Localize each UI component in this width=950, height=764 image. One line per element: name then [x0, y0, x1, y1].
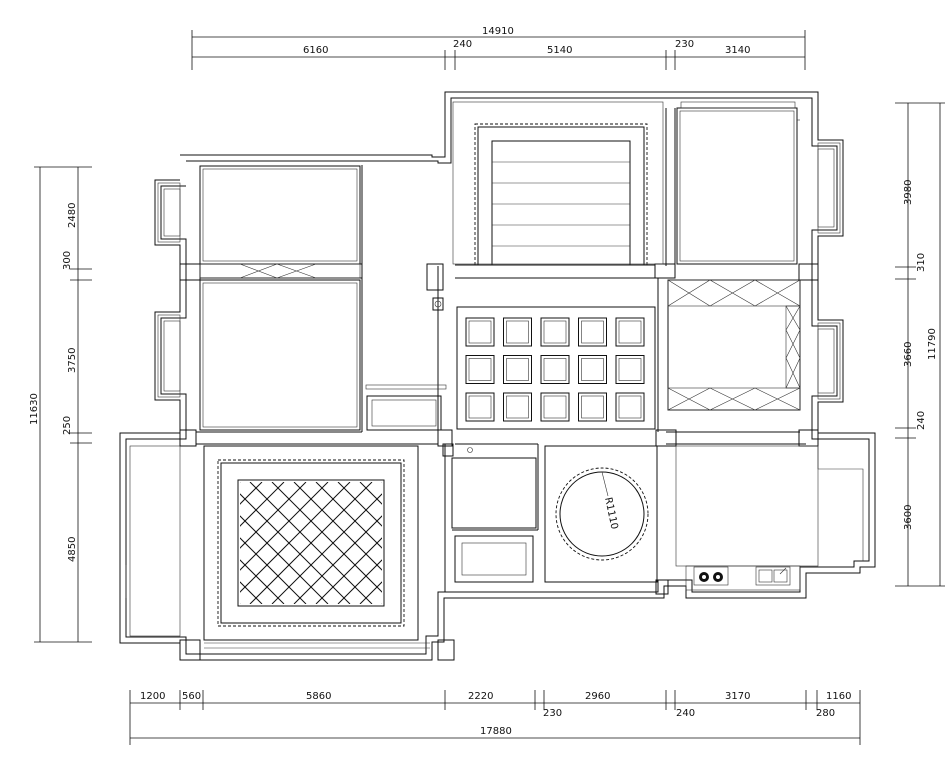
staircase: [474, 123, 648, 266]
dim-bottom-total: 17880: [480, 726, 512, 737]
diamond-pattern: [240, 482, 382, 604]
corridor-wardrobe: [365, 384, 447, 431]
ceiling-coffer: [540, 317, 570, 347]
lattice-line: [240, 482, 307, 549]
bottom-dimensions: 1200 560 5860 2220 230 2960 240 3170 280…: [129, 690, 861, 745]
dim-right-3: 3660: [903, 342, 914, 367]
left-dimensions: 11630 2480 300 3750 250 4850: [29, 166, 92, 643]
dim-top-3: 5140: [547, 45, 572, 56]
lattice-line: [240, 482, 351, 593]
kitchen: [675, 445, 864, 591]
ceiling-coffer: [503, 317, 532, 347]
lattice-line: [240, 559, 285, 604]
ceiling-coffer-inner: [468, 320, 492, 344]
lattice-line: [337, 482, 382, 527]
dim-left-5: 4850: [67, 537, 78, 562]
lattice-line: [315, 537, 382, 604]
dim-top-5: 3140: [725, 45, 750, 56]
dim-bottom-8: 3170: [725, 691, 750, 702]
ceiling-coffer: [503, 392, 532, 422]
ceiling-coffer: [615, 355, 645, 384]
room-upper-right: [676, 107, 800, 265]
dim-left-4: 250: [62, 416, 73, 435]
ceiling-coffer: [465, 392, 495, 422]
lattice-line: [240, 482, 263, 505]
dim-left-1: 2480: [67, 203, 78, 228]
dim-left-2: 300: [62, 251, 73, 270]
lattice-line: [271, 493, 382, 604]
dim-top-1: 6160: [303, 45, 328, 56]
ceiling-coffer: [578, 392, 607, 422]
dim-bottom-6: 2960: [585, 691, 610, 702]
ceiling-coffer-inner: [581, 395, 604, 419]
living-room: [203, 445, 430, 649]
ceiling-coffer-inner: [581, 320, 604, 344]
bathroom: [451, 447, 537, 583]
room-mid-right: [667, 279, 801, 411]
ceiling-coffer-inner: [506, 395, 529, 419]
dim-bottom-7: 240: [676, 708, 695, 719]
table-radius-label: R1110: [602, 496, 619, 530]
dim-right-1: 3980: [903, 180, 914, 205]
lattice-line: [249, 482, 373, 604]
dim-bottom-4: 2220: [468, 691, 493, 702]
ceiling-coffer-inner: [468, 358, 492, 381]
dining-room: R1110: [544, 445, 658, 583]
dim-bottom-1: 1200: [140, 691, 165, 702]
ceiling-coffer: [540, 355, 570, 384]
dim-left-3: 3750: [67, 348, 78, 373]
dim-bottom-3: 5860: [306, 691, 331, 702]
lattice-line: [359, 482, 382, 505]
dim-right-2: 310: [916, 253, 927, 272]
ceiling-coffer-inner: [543, 358, 567, 381]
lattice-line: [240, 581, 263, 604]
dim-top-4: 230: [675, 39, 694, 50]
ceiling-coffer-inner: [581, 358, 604, 381]
balcony-left: [125, 445, 181, 637]
ceiling-coffer: [615, 392, 645, 422]
dim-bottom-5: 230: [543, 708, 562, 719]
bedroom-middle-left: [199, 279, 361, 431]
ceiling-coffer: [465, 355, 495, 384]
ceiling-coffer-inner: [618, 358, 642, 381]
dim-bottom-2: 560: [182, 691, 201, 702]
ceiling-coffer: [615, 317, 645, 347]
exterior-walls: [119, 91, 876, 661]
dim-bottom-10: 1160: [826, 691, 851, 702]
stair-landing-box: [452, 101, 796, 265]
ceiling-coffer: [578, 355, 607, 384]
ceiling-grid: [465, 317, 645, 422]
top-dimensions: 14910 6160 240 5140 230 3140: [191, 26, 806, 70]
lattice-line: [293, 515, 382, 604]
dim-right-5: 3600: [903, 505, 914, 530]
ceiling-coffer-inner: [468, 395, 492, 419]
ceiling-coffer-inner: [618, 395, 642, 419]
ceiling-coffer-inner: [618, 320, 642, 344]
dim-top-2: 240: [453, 39, 472, 50]
ceiling-coffer-inner: [543, 320, 567, 344]
dim-right-4: 240: [916, 411, 927, 430]
ceiling-coffer: [503, 355, 532, 384]
ceiling-coffer-inner: [506, 320, 529, 344]
ceiling-coffer: [578, 317, 607, 347]
dim-left-total: 11630: [29, 393, 40, 425]
lattice-line: [359, 581, 382, 604]
bedroom-upper-left: [199, 165, 361, 279]
ceiling-coffer-inner: [506, 358, 529, 381]
lattice-line: [240, 603, 241, 604]
dim-top-total: 14910: [482, 26, 514, 37]
lattice-line: [240, 482, 285, 527]
coffered-ceiling: [456, 306, 656, 430]
ceiling-coffer-inner: [543, 395, 567, 419]
right-dimensions: 11790 3980 310 3660 240 3600: [895, 102, 945, 587]
ceiling-coffer: [540, 392, 570, 422]
lattice-line: [337, 559, 382, 604]
dim-right-total: 11790: [927, 328, 938, 360]
ceiling-coffer: [465, 317, 495, 347]
dim-bottom-9: 280: [816, 708, 835, 719]
lattice-line: [240, 482, 329, 571]
lattice-line: [240, 482, 241, 483]
